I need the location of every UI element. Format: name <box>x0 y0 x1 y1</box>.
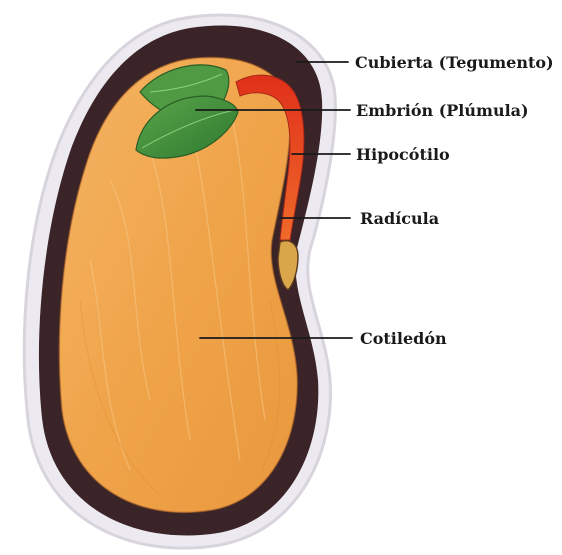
label-hipocotilo: Hipocótilo <box>356 145 450 164</box>
label-embrion: Embrión (Plúmula) <box>356 101 529 120</box>
label-cotiledon: Cotiledón <box>360 329 447 348</box>
label-cubierta: Cubierta (Tegumento) <box>355 53 554 72</box>
label-radicula: Radícula <box>360 209 439 228</box>
